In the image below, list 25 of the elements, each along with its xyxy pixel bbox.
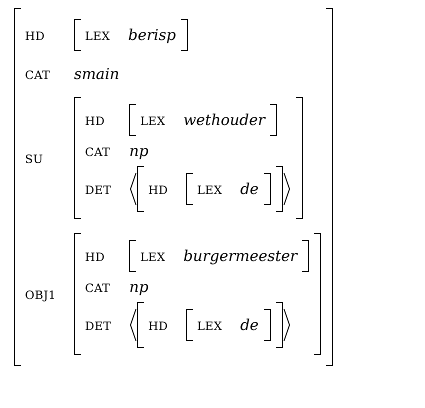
feature-name: LEX	[85, 29, 110, 43]
feature-name: CAT	[85, 281, 110, 295]
feature-value: wethouder	[183, 111, 266, 129]
feature-name: CAT	[85, 145, 110, 159]
feature-name: HD	[148, 183, 168, 197]
feature-value: berisp	[128, 26, 176, 44]
feature-name: SU	[25, 152, 44, 166]
feature-value: np	[129, 278, 148, 296]
feature-value: de	[240, 316, 259, 334]
feature-name: HD	[148, 319, 168, 333]
feature-name: HD	[85, 114, 105, 128]
feature-name: LEX	[197, 319, 222, 333]
feature-value: smain	[74, 65, 120, 83]
feature-value: de	[240, 180, 259, 198]
feature-name: DET	[85, 183, 112, 197]
feature-name: LEX	[140, 114, 166, 128]
feature-name: OBJ1	[25, 288, 56, 302]
feature-name: CAT	[25, 68, 50, 82]
feature-value: np	[129, 142, 148, 160]
feature-name: HD	[25, 29, 45, 43]
feature-name: LEX	[197, 183, 222, 197]
feature-name: LEX	[140, 250, 166, 264]
feature-name: HD	[85, 250, 105, 264]
feature-value: burgermeester	[183, 247, 298, 265]
feature-name: DET	[85, 319, 112, 333]
